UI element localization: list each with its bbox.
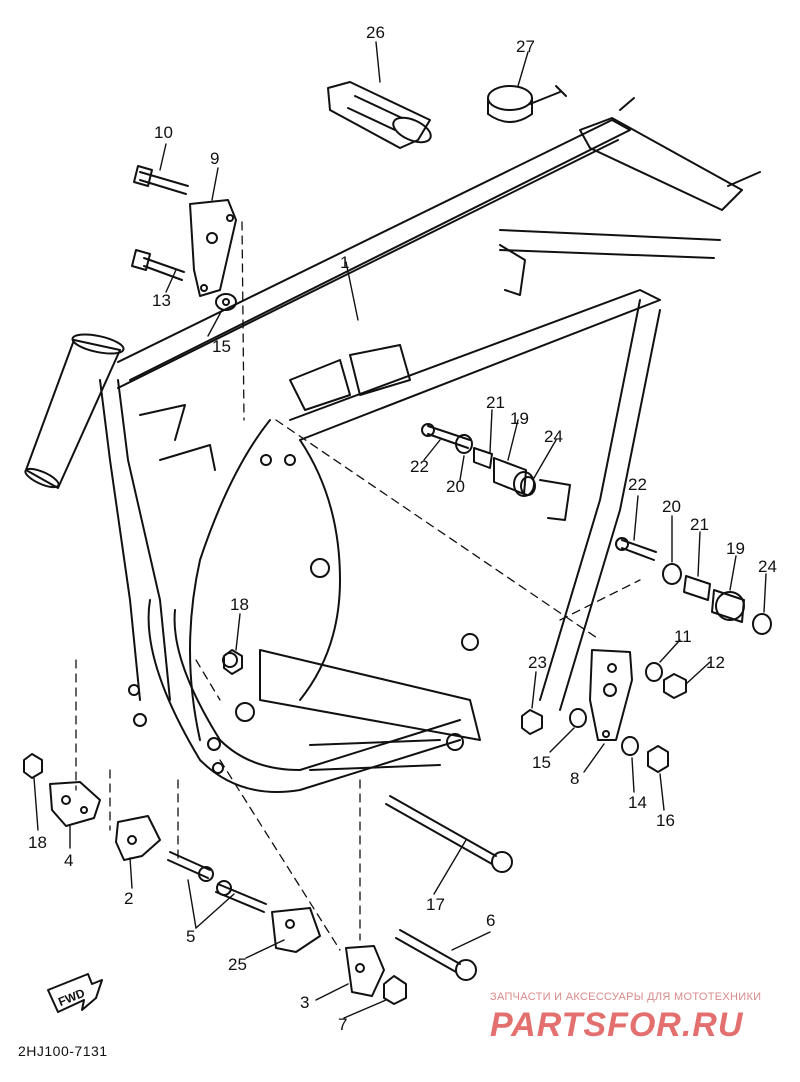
callout-26: 26 bbox=[366, 23, 385, 42]
watermark-caption: ЗАПЧАСТИ И АКСЕССУАРЫ ДЛЯ МОТОТЕХНИКИ bbox=[490, 991, 761, 1003]
part-8-bracket[interactable] bbox=[589, 649, 633, 741]
callout-2: 2 bbox=[124, 889, 133, 908]
part-18-nut-a[interactable] bbox=[223, 649, 243, 675]
part-18-nut-b[interactable] bbox=[23, 753, 43, 779]
callout-12: 12 bbox=[706, 653, 725, 672]
part-15-washer-b[interactable] bbox=[569, 708, 587, 728]
part-27-clamp[interactable] bbox=[487, 85, 567, 123]
callout-14: 14 bbox=[628, 793, 647, 812]
fwd-arrow-icon bbox=[47, 973, 103, 1013]
part-19-damper-b[interactable] bbox=[711, 589, 745, 623]
callout-13: 13 bbox=[152, 291, 171, 310]
callout-24: 24 bbox=[544, 427, 563, 446]
part-17-bolt[interactable] bbox=[385, 795, 513, 873]
part-16-nut[interactable] bbox=[647, 745, 669, 773]
part-3-bracket[interactable] bbox=[345, 945, 385, 997]
callout-11: 11 bbox=[674, 627, 692, 646]
callout-21: 21 bbox=[690, 515, 709, 534]
part-9-bracket[interactable] bbox=[189, 199, 237, 297]
part-24-washer-a[interactable] bbox=[520, 476, 536, 496]
part-20-collar-a[interactable] bbox=[455, 434, 473, 454]
part-2-bracket[interactable] bbox=[115, 815, 161, 861]
callout-9: 9 bbox=[210, 149, 219, 168]
callout-22: 22 bbox=[628, 475, 647, 494]
part-21-spacer-a[interactable] bbox=[473, 447, 493, 469]
callout-1: 1 bbox=[340, 253, 349, 272]
part-11-washer[interactable] bbox=[645, 662, 663, 682]
callout-16: 16 bbox=[656, 811, 675, 830]
callout-8: 8 bbox=[570, 769, 579, 788]
callout-18: 18 bbox=[230, 595, 249, 614]
frame-main[interactable] bbox=[23, 97, 761, 793]
part-15-washer[interactable] bbox=[215, 293, 237, 311]
part-25-bracket[interactable] bbox=[271, 907, 321, 953]
callout-25: 25 bbox=[228, 955, 247, 974]
leader-lines bbox=[33, 41, 767, 1019]
callout-17: 17 bbox=[426, 895, 445, 914]
part-26-cover[interactable] bbox=[327, 81, 434, 149]
watermark-brand: PARTSFOR.RU bbox=[490, 1006, 744, 1044]
part-6-bolt[interactable] bbox=[395, 929, 477, 981]
callout-7: 7 bbox=[338, 1015, 347, 1034]
callout-15: 15 bbox=[212, 337, 231, 356]
diagram-code: 2HJ100-7131 bbox=[18, 1043, 108, 1059]
callout-27: 27 bbox=[516, 37, 535, 56]
callout-6: 6 bbox=[486, 911, 495, 930]
part-5-bolt-a[interactable] bbox=[167, 851, 214, 882]
part-22-bolt-b[interactable] bbox=[615, 537, 657, 561]
callout-4: 4 bbox=[64, 851, 73, 870]
part-14-washer[interactable] bbox=[621, 736, 639, 756]
part-5-bolt-b[interactable] bbox=[215, 880, 267, 913]
callout-10: 10 bbox=[154, 123, 173, 142]
callout-22: 22 bbox=[410, 457, 429, 476]
part-22-bolt-a[interactable] bbox=[421, 423, 471, 449]
part-7-nut[interactable] bbox=[383, 975, 407, 1005]
callout-19: 19 bbox=[726, 539, 745, 558]
part-13-bolt[interactable] bbox=[131, 249, 185, 281]
callout-20: 20 bbox=[662, 497, 681, 516]
part-24-washer-b[interactable] bbox=[752, 613, 772, 635]
callout-21: 21 bbox=[486, 393, 505, 412]
part-4-bracket[interactable] bbox=[49, 781, 101, 827]
callout-15: 15 bbox=[532, 753, 551, 772]
callout-20: 20 bbox=[446, 477, 465, 496]
callout-19: 19 bbox=[510, 409, 529, 428]
part-23-nut[interactable] bbox=[521, 709, 543, 735]
callout-23: 23 bbox=[528, 653, 547, 672]
callout-5: 5 bbox=[186, 927, 195, 946]
callout-24: 24 bbox=[758, 557, 777, 576]
callout-3: 3 bbox=[300, 993, 309, 1012]
part-12-nut[interactable] bbox=[663, 673, 687, 699]
callout-18: 18 bbox=[28, 833, 47, 852]
assembly-guides bbox=[75, 221, 641, 951]
part-10-bolt[interactable] bbox=[133, 165, 189, 195]
part-21-spacer-b[interactable] bbox=[683, 575, 711, 601]
part-20-collar-b[interactable] bbox=[662, 563, 682, 585]
